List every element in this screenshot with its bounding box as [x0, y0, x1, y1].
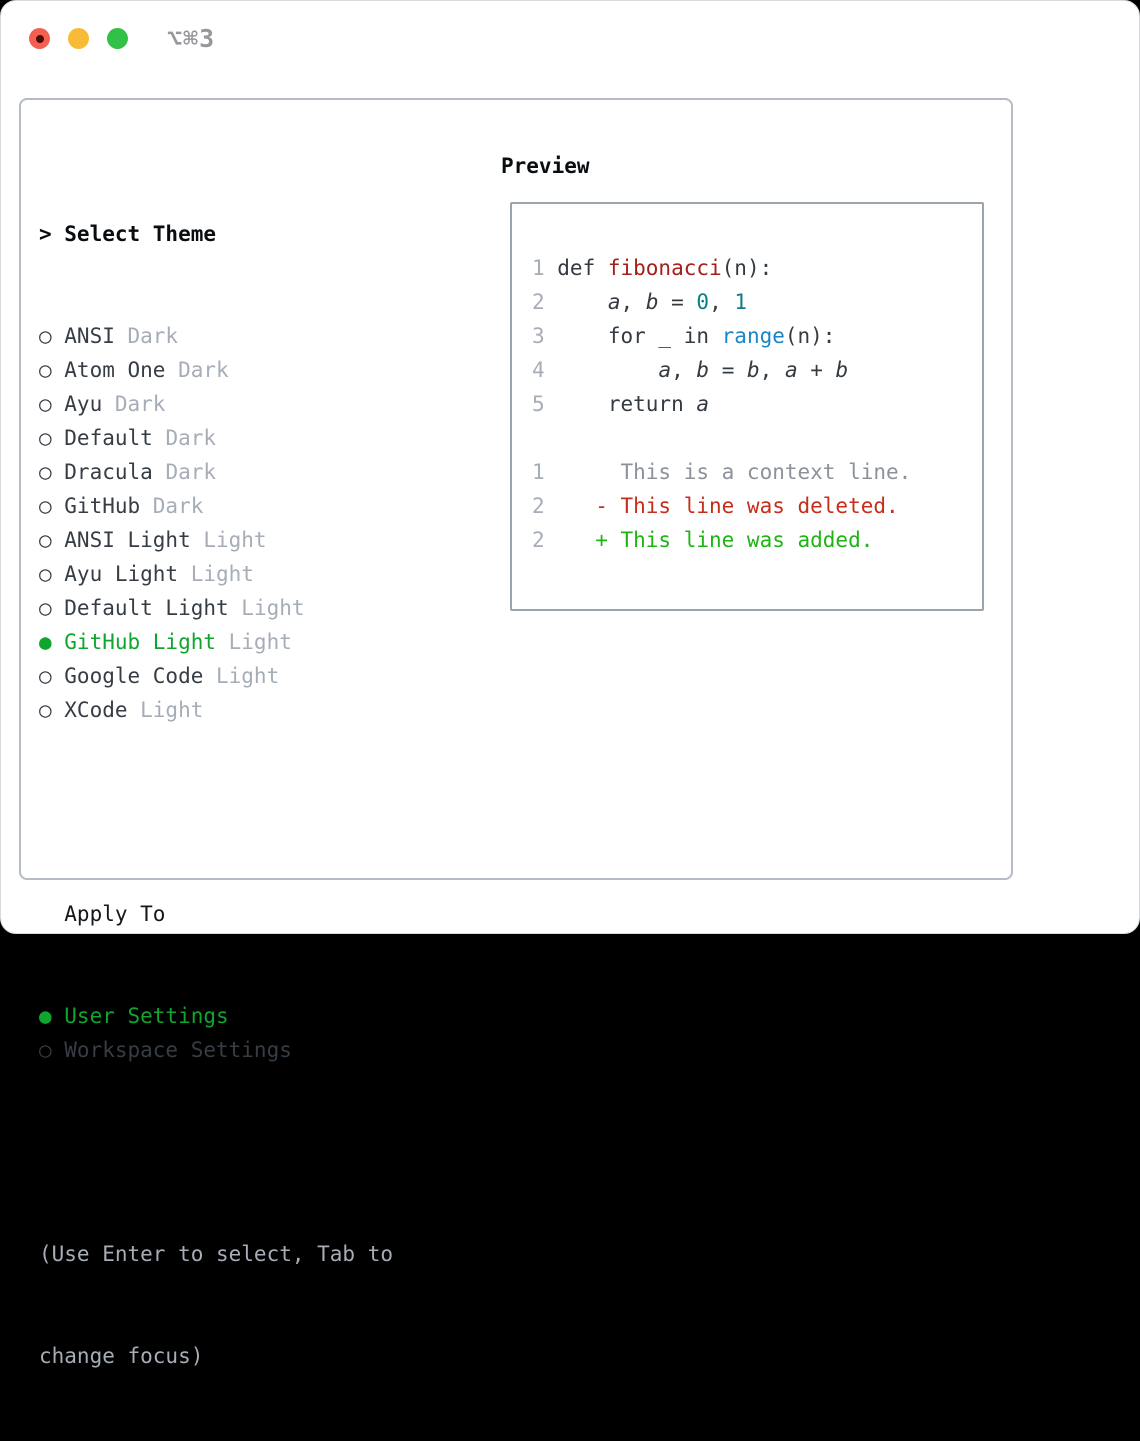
- spacer: [39, 1135, 393, 1169]
- radio-icon: ○: [39, 324, 52, 348]
- code-line: 3 for _ in range(n):: [532, 319, 911, 353]
- radio-icon: ○: [39, 358, 52, 382]
- theme-option-default[interactable]: ○ Default Dark: [39, 421, 393, 455]
- theme-option-github[interactable]: ○ GitHub Dark: [39, 489, 393, 523]
- theme-name: Atom One: [64, 358, 166, 382]
- hint-line-1: (Use Enter to select, Tab to: [39, 1242, 394, 1266]
- maximize-button[interactable]: [107, 28, 128, 49]
- radio-icon: ○: [39, 596, 52, 620]
- list-header: > Select Theme: [39, 217, 393, 251]
- radio-icon: ○: [39, 664, 52, 688]
- theme-name: Ayu Light: [64, 562, 179, 586]
- radio-icon: ○: [39, 528, 52, 552]
- line-number: 5: [532, 392, 545, 416]
- close-dot-icon: [35, 34, 44, 43]
- theme-name: GitHub Light: [64, 630, 216, 654]
- radio-selected-icon: ●: [39, 1004, 52, 1028]
- theme-variant-tag: Light: [241, 596, 305, 620]
- code-line: 2 a, b = 0, 1: [532, 285, 911, 319]
- close-button[interactable]: [29, 28, 50, 49]
- code-line: [532, 421, 911, 455]
- cursor-marker: >: [39, 222, 52, 246]
- theme-option-ansi-light[interactable]: ○ ANSI Light Light: [39, 523, 393, 557]
- radio-icon: ○: [39, 562, 52, 586]
- apply-option-user-settings[interactable]: ● User Settings: [39, 999, 393, 1033]
- theme-name: XCode: [64, 698, 128, 722]
- theme-variant-tag: Dark: [165, 460, 217, 484]
- radio-icon: ○: [39, 494, 52, 518]
- apply-option-workspace-settings[interactable]: ○ Workspace Settings: [39, 1033, 393, 1067]
- theme-option-dracula[interactable]: ○ Dracula Dark: [39, 455, 393, 489]
- apply-to-header: Apply To: [39, 897, 393, 931]
- theme-variant-tag: Light: [190, 562, 254, 586]
- radio-icon: ○: [39, 392, 52, 416]
- apply-option-label: Workspace Settings: [64, 1038, 292, 1062]
- radio-icon: ○: [39, 698, 52, 722]
- line-number: 3: [532, 324, 545, 348]
- theme-option-ansi[interactable]: ○ ANSI Dark: [39, 319, 393, 353]
- theme-variant-tag: Dark: [114, 392, 166, 416]
- theme-name: Dracula: [64, 460, 153, 484]
- theme-name: Google Code: [64, 664, 204, 688]
- line-number: 1: [532, 460, 545, 484]
- line-number: 1: [532, 256, 545, 280]
- radio-icon: ○: [39, 426, 52, 450]
- theme-variant-tag: Light: [216, 664, 280, 688]
- theme-name: GitHub: [64, 494, 141, 518]
- list-title: Select Theme: [64, 222, 216, 246]
- code-line: 2 + This line was added.: [532, 523, 911, 557]
- apply-to-title: Apply To: [64, 902, 166, 926]
- theme-name: Ayu: [64, 392, 103, 416]
- line-number: 4: [532, 358, 545, 382]
- code-line: 5 return a: [532, 387, 911, 421]
- code-line: 2 - This line was deleted.: [532, 489, 911, 523]
- line-number: 2: [532, 528, 545, 552]
- theme-option-xcode[interactable]: ○ XCode Light: [39, 693, 393, 727]
- theme-name: ANSI: [64, 324, 115, 348]
- apply-option-label: User Settings: [64, 1004, 229, 1028]
- theme-variant-tag: Dark: [178, 358, 229, 382]
- theme-variant-tag: Dark: [152, 494, 204, 518]
- theme-option-ayu-light[interactable]: ○ Ayu Light Light: [39, 557, 393, 591]
- theme-option-github-light[interactable]: ● GitHub Light Light: [39, 625, 393, 659]
- theme-option-default-light[interactable]: ○ Default Light Light: [39, 591, 393, 625]
- theme-variant-tag: Light: [203, 528, 267, 552]
- theme-variant-tag: Dark: [127, 324, 179, 348]
- preview-title: Preview: [501, 154, 590, 178]
- theme-option-atom-one[interactable]: ○ Atom One Dark: [39, 353, 393, 387]
- theme-name: Default Light: [64, 596, 229, 620]
- radio-selected-icon: ●: [39, 630, 52, 654]
- apply-options: ● User Settings ○ Workspace Settings: [39, 999, 393, 1067]
- theme-name: ANSI Light: [64, 528, 191, 552]
- hint-line-2: change focus): [39, 1344, 204, 1368]
- line-number: 2: [532, 290, 545, 314]
- spacer: [39, 795, 393, 829]
- radio-icon: ○: [39, 460, 52, 484]
- code-line: 1 This is a context line.: [532, 455, 911, 489]
- line-number: 2: [532, 494, 545, 518]
- theme-option-google-code[interactable]: ○ Google Code Light: [39, 659, 393, 693]
- minimize-button[interactable]: [68, 28, 89, 49]
- radio-icon: ○: [39, 1038, 52, 1062]
- window-title: ⌥⌘3: [167, 24, 216, 53]
- theme-variant-tag: Light: [140, 698, 204, 722]
- theme-option-ayu[interactable]: ○ Ayu Dark: [39, 387, 393, 421]
- code-line: 4 a, b = b, a + b: [532, 353, 911, 387]
- theme-variant-tag: Light: [228, 630, 292, 654]
- theme-variant-tag: Dark: [165, 426, 217, 450]
- theme-name: Default: [64, 426, 153, 450]
